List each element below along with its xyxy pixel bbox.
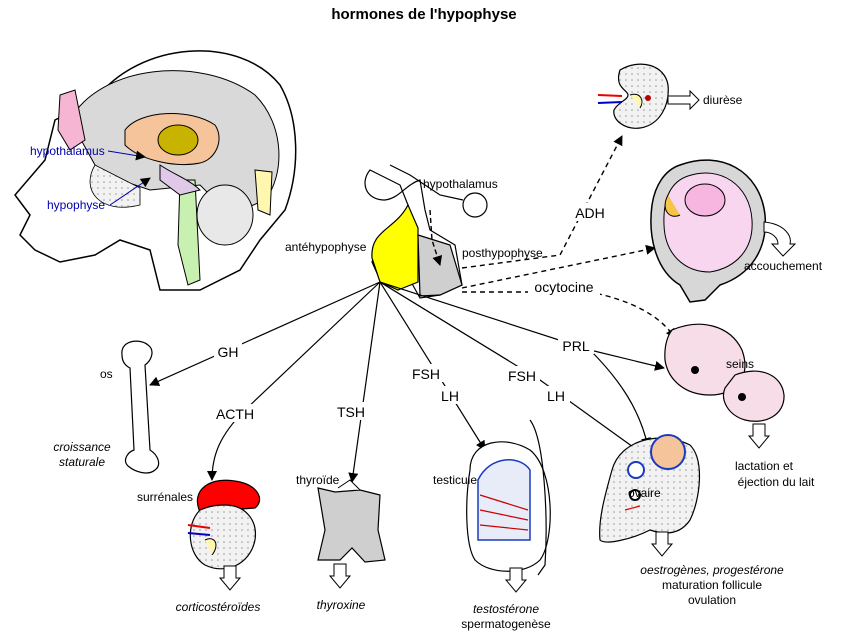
posterior-pituitary-arrows — [461, 135, 676, 339]
hormone-lh-1: LH — [441, 388, 459, 404]
target-oestrogenes: oestrogènes, progestérone — [640, 563, 784, 577]
hormone-ocytocine: ocytocine — [534, 279, 593, 295]
arrow-ocytocine-uterus — [461, 244, 656, 289]
target-lactation-2: éjection du lait — [738, 475, 815, 489]
diagram-title: hormones de l'hypophyse — [331, 6, 516, 23]
target-accouchement: accouchement — [744, 259, 823, 273]
hollow-arrow-thyroid — [328, 563, 352, 589]
target-diurese: diurèse — [703, 93, 743, 107]
target-maturation: maturation follicule — [662, 578, 762, 592]
arrow-gh — [149, 281, 381, 386]
target-thyroide: thyroïde — [296, 473, 340, 487]
antehypophyse-lobe — [371, 203, 419, 291]
target-thyroxine: thyroxine — [317, 598, 366, 612]
hormone-lh-2: LH — [547, 388, 565, 404]
head-illustration — [14, 50, 297, 291]
hormone-prl: PRL — [562, 338, 589, 354]
target-surrenales: surrénales — [137, 490, 193, 504]
bone-illustration — [121, 340, 160, 474]
hormone-labels: GH ACTH TSH FSH LH FSH LH PRL ADH ocytoc… — [213, 203, 610, 422]
target-os: os — [100, 367, 113, 381]
target-seins: seins — [726, 357, 754, 371]
croissance-line-1: croissance — [53, 440, 111, 454]
anterior-pituitary-arrows — [149, 281, 665, 483]
antehypophyse-label: antéhypophyse — [285, 240, 367, 254]
target-ovaire: ovaire — [628, 486, 661, 500]
ovary-illustration — [599, 434, 700, 543]
arrow-acth — [207, 281, 381, 481]
adrenal-illustration — [187, 479, 261, 570]
hollow-arrow-adrenal — [218, 565, 242, 591]
target-corticosteroides: corticostéroïdes — [176, 600, 261, 614]
croissance-line-2: staturale — [59, 455, 105, 469]
target-testicule: testicule — [433, 473, 477, 487]
pituitary-gland — [364, 164, 488, 299]
posthypophyse-label: posthypophyse — [462, 246, 543, 260]
hormone-adh: ADH — [575, 205, 605, 221]
target-lactation-1: lactation et — [735, 459, 794, 473]
kidney-illustration — [597, 63, 669, 129]
arrow-prl-ovary — [589, 349, 651, 448]
target-testosterone: testostérone — [473, 602, 539, 616]
arrow-tsh — [348, 281, 381, 483]
hormone-acth: ACTH — [216, 406, 254, 422]
uterus-illustration — [650, 159, 767, 303]
brain-hypothalamus-pointer — [107, 150, 146, 161]
hormone-fsh-1: FSH — [412, 366, 440, 382]
target-spermatogenese: spermatogenèse — [461, 617, 551, 631]
hollow-arrow-ovary — [650, 531, 674, 557]
testicle-illustration — [466, 419, 551, 576]
hormone-fsh-2: FSH — [508, 368, 536, 384]
breasts-illustration — [664, 323, 785, 422]
hollow-arrow-testicle — [504, 567, 528, 593]
brain-hypophyse-pointer — [109, 177, 151, 206]
pituitary-hypothalamus-label: hypothalamus — [423, 177, 498, 191]
brain-hypothalamus-label: hypothalamus — [30, 144, 105, 158]
hormone-tsh: TSH — [337, 404, 365, 420]
thyroid-illustration — [317, 479, 386, 563]
hollow-arrow-kidney — [667, 89, 700, 111]
arrow-ocytocine-breast — [462, 291, 676, 339]
hollow-arrow-breast — [747, 423, 771, 449]
posthypophyse-lobe — [417, 234, 463, 297]
brain-hypophyse-label: hypophyse — [47, 198, 105, 212]
target-ovulation: ovulation — [688, 593, 736, 607]
hollow-arrow-uterus — [763, 221, 797, 257]
hormone-gh: GH — [218, 344, 239, 360]
